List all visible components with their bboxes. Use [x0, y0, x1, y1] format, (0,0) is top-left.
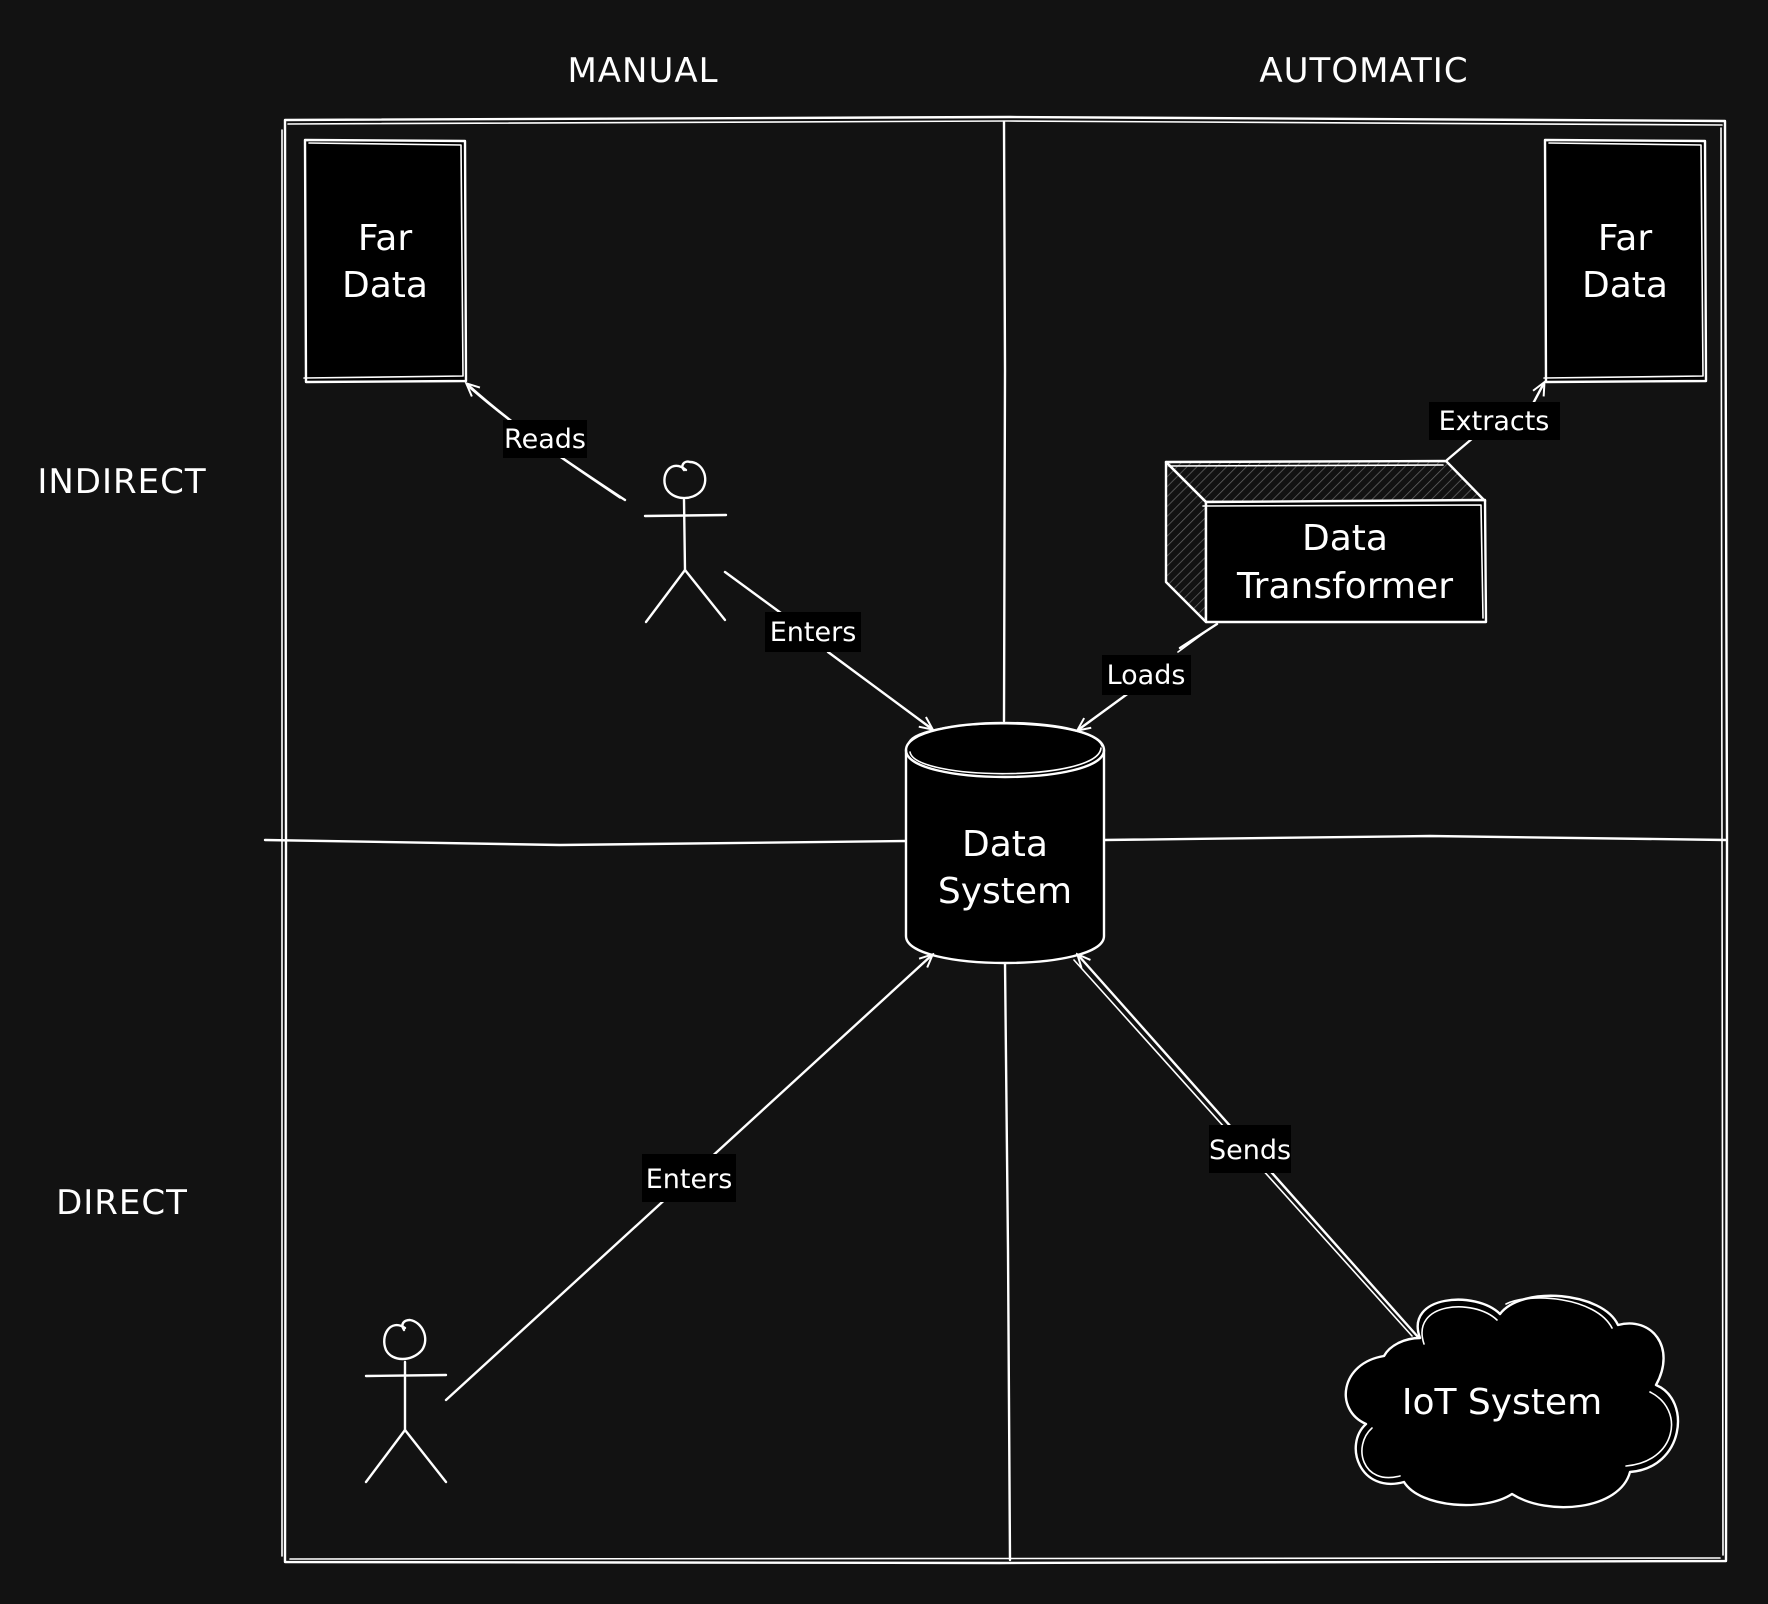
edge-label-extracts: Extracts	[1429, 402, 1560, 440]
iot-system-label: IoT System	[1402, 1382, 1602, 1423]
vertical-divider	[1002, 120, 1012, 1562]
svg-text:Enters: Enters	[646, 1164, 733, 1195]
far-data-manual-label-line1: Far	[358, 218, 412, 259]
row-label-direct: DIRECT	[56, 1183, 188, 1223]
quadrant-frame	[281, 115, 1729, 1565]
iot-system[interactable]: IoT System	[1344, 1294, 1680, 1509]
edge-label-reads: Reads	[503, 420, 587, 458]
edge-label-loads: Loads	[1102, 655, 1191, 695]
svg-text:Loads: Loads	[1107, 660, 1186, 691]
far-data-automatic[interactable]: Far Data	[1543, 138, 1708, 384]
data-system-label-line1: Data	[962, 824, 1048, 865]
edge-loads	[1078, 622, 1219, 730]
svg-text:Reads: Reads	[504, 424, 586, 455]
data-transformer-label-line2: Transformer	[1236, 566, 1453, 607]
svg-text:Extracts: Extracts	[1439, 406, 1550, 437]
far-data-automatic-label-line1: Far	[1598, 218, 1652, 259]
edge-label-enters-indirect: Enters	[765, 612, 861, 652]
data-transformer[interactable]: Data Transformer	[1164, 459, 1488, 624]
far-data-manual-label-line2: Data	[342, 265, 428, 306]
far-data-automatic-label-line2: Data	[1582, 265, 1668, 306]
data-system-label-line2: System	[938, 871, 1072, 912]
svg-text:Sends: Sends	[1209, 1135, 1291, 1166]
data-system[interactable]: Data System	[904, 721, 1106, 965]
data-transformer-label-line1: Data	[1302, 518, 1388, 559]
horizontal-divider	[263, 834, 1728, 847]
svg-text:Enters: Enters	[770, 617, 857, 648]
edge-label-sends: Sends	[1209, 1125, 1291, 1173]
far-data-manual[interactable]: Far Data	[303, 138, 468, 384]
edge-label-enters-direct: Enters	[642, 1154, 736, 1202]
row-label-indirect: INDIRECT	[37, 462, 206, 502]
column-label-automatic: AUTOMATIC	[1259, 51, 1468, 91]
person-indirect-icon[interactable]	[643, 460, 728, 624]
person-direct-icon[interactable]	[364, 1318, 448, 1484]
column-label-manual: MANUAL	[567, 51, 718, 91]
